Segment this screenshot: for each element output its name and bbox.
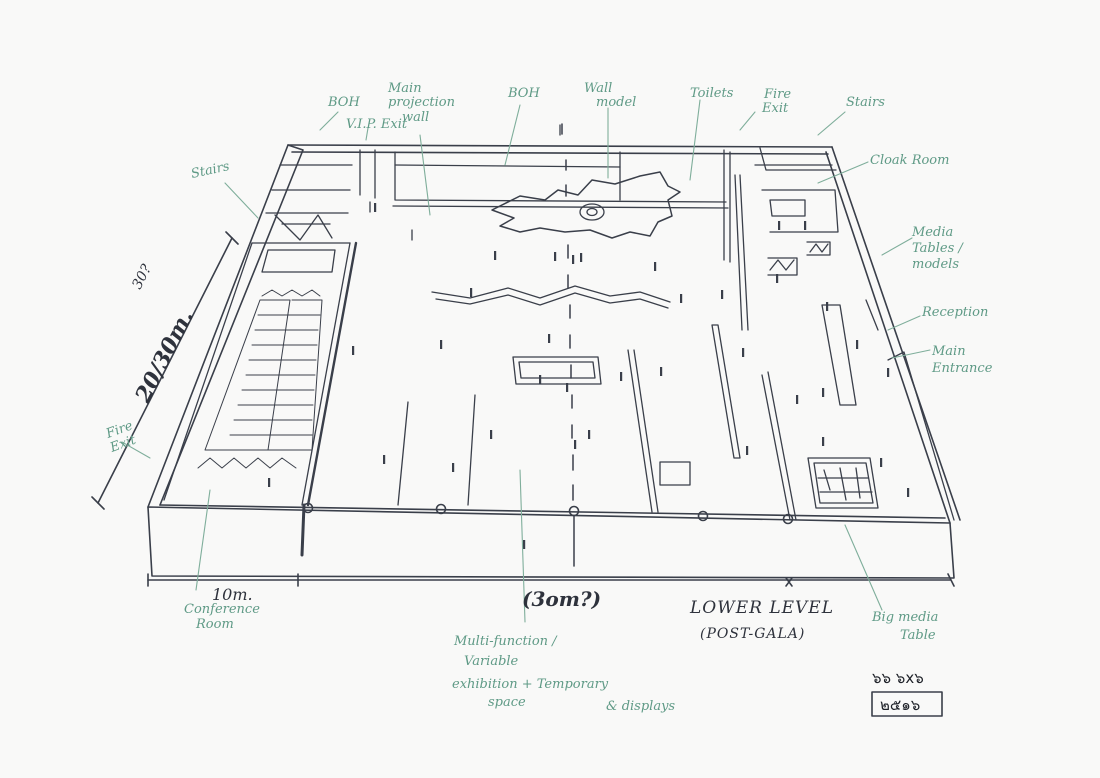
title-sub: (POST-GALA) xyxy=(700,626,805,642)
label-main-projection-3: wall xyxy=(402,110,429,125)
dimension-lines xyxy=(91,231,955,587)
label-wall-model-1: Wall xyxy=(584,81,612,96)
label-stairs-left: Stairs xyxy=(190,159,232,182)
sheet-title: LOWER LEVEL (POST-GALA) xyxy=(689,598,834,642)
center-axis xyxy=(561,123,575,567)
label-boh-left: BOH xyxy=(327,95,360,110)
label-multi-function-5: & displays xyxy=(606,699,675,714)
label-media-tables-2: Tables / xyxy=(912,241,964,256)
label-multi-function-1: Multi-function / xyxy=(453,634,558,649)
stamp-bottom: ๒๕๑๖ xyxy=(880,696,920,714)
label-fire-exit-top-2: Exit xyxy=(761,101,789,116)
label-cloak-room: Cloak Room xyxy=(870,153,949,168)
label-big-media-table-1: Big media xyxy=(871,610,938,625)
label-media-tables-1: Media xyxy=(911,225,953,240)
conference-room xyxy=(163,164,358,557)
leader-lines xyxy=(121,99,931,623)
annotation-labels: BOH V.I.P. Exit Main projection wall BOH… xyxy=(103,81,992,714)
label-stairs-top-right: Stairs xyxy=(846,95,885,110)
label-toilets: Toilets xyxy=(690,86,734,101)
outer-walls xyxy=(147,144,961,579)
wall-model xyxy=(491,171,681,239)
dimension-width-left: 10m. xyxy=(212,585,253,604)
exhibition-space xyxy=(397,285,879,521)
dimension-width-center: (3om?) xyxy=(522,587,601,611)
right-wing xyxy=(734,147,955,521)
label-main-projection-1: Main xyxy=(387,81,422,96)
label-multi-function-4: space xyxy=(488,695,526,710)
conference-seating xyxy=(197,289,323,469)
label-conference-room-1: Conference xyxy=(184,602,260,617)
label-big-media-table-2: Table xyxy=(900,628,936,643)
label-main-entrance-2: Entrance xyxy=(931,361,993,376)
label-media-tables-3: models xyxy=(912,257,959,272)
dimension-depth-alt: 30? xyxy=(129,262,155,292)
label-vip-exit: V.I.P. Exit xyxy=(346,117,408,132)
label-wall-model-2: model xyxy=(596,95,636,110)
label-main-entrance-1: Main xyxy=(931,344,966,359)
label-multi-function-3: exhibition + Temporary xyxy=(452,677,609,692)
label-boh-center: BOH xyxy=(507,86,540,101)
stamp-top: ๖๖ ๖x๖ xyxy=(872,669,924,687)
label-conference-room-2: Room xyxy=(195,617,234,632)
label-main-projection-2: projection xyxy=(388,95,455,110)
label-multi-function-2: Variable xyxy=(464,654,519,669)
visitor-figures xyxy=(268,203,910,549)
label-reception: Reception xyxy=(921,305,988,320)
title-main: LOWER LEVEL xyxy=(689,598,834,618)
date-stamp: ๖๖ ๖x๖ ๒๕๑๖ xyxy=(871,669,943,717)
label-fire-exit-top-1: Fire xyxy=(763,87,791,102)
dimension-depth: 20/30m. xyxy=(130,306,199,408)
back-rooms xyxy=(359,124,731,263)
